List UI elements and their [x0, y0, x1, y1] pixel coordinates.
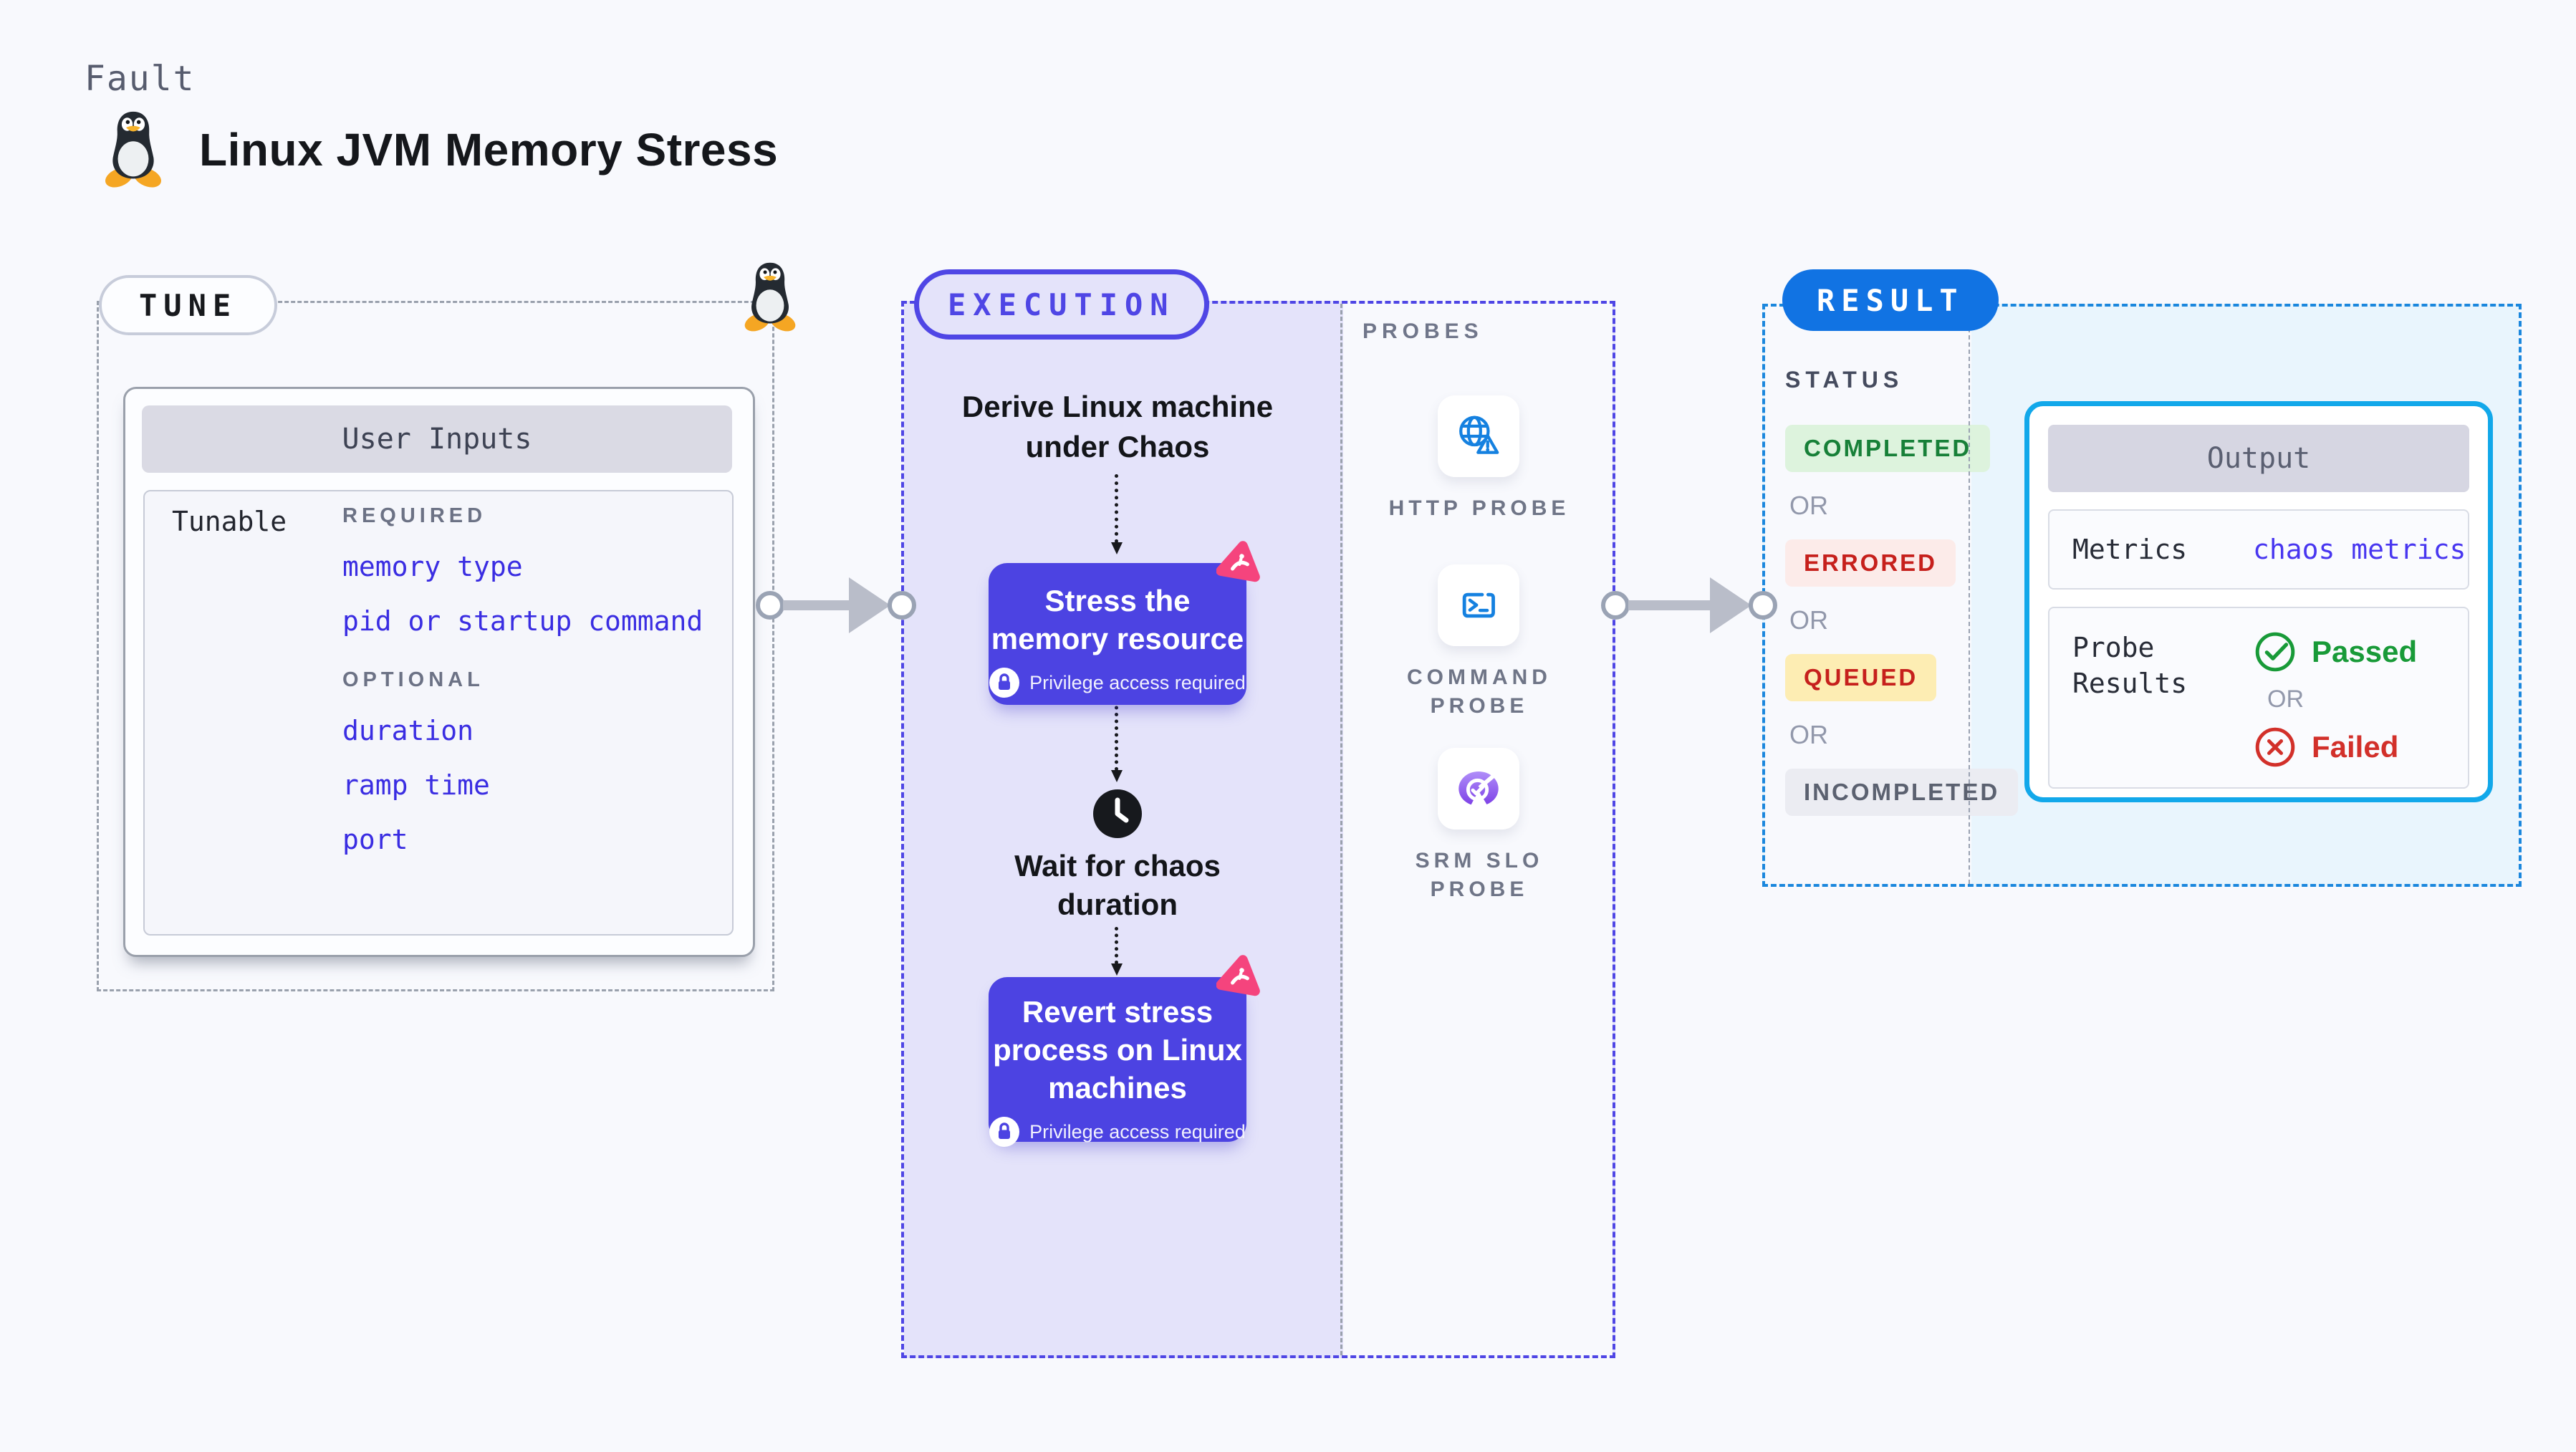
status-heading: STATUS — [1785, 367, 1904, 393]
lock-icon — [989, 668, 1020, 698]
status-badge-errored: ERRORED — [1785, 539, 1956, 587]
probe-results-row: Probe Results Passed OR Fai — [2048, 607, 2469, 789]
clock-icon — [1093, 789, 1142, 838]
tune-pill: TUNE — [99, 275, 278, 335]
globe-alert-icon — [1459, 415, 1499, 454]
arrow-head — [849, 577, 890, 633]
arrow-shaft — [1628, 600, 1711, 610]
revert-stress-step: Revert stress process on Linux machines … — [989, 977, 1246, 1147]
chaos-experiment-icon — [1216, 539, 1264, 586]
derive-line-1: Derive Linux machine — [961, 390, 1274, 423]
execution-pill: EXECUTION — [914, 269, 1209, 340]
http-probe-card — [1438, 395, 1519, 477]
srm-probe-line-1: SRM SLO — [1415, 849, 1544, 872]
connector-dot — [1601, 591, 1630, 620]
probe-results-line-1: Probe — [2072, 632, 2155, 663]
or-separator: OR — [1789, 491, 1828, 520]
metrics-label: Metrics — [2072, 534, 2188, 565]
passed-row: Passed — [2253, 630, 2417, 674]
tux-penguin-icon — [102, 111, 165, 189]
revert-line-3: machines — [1048, 1071, 1187, 1105]
execution-probes-divider — [1340, 304, 1342, 1355]
tux-penguin-icon — [742, 262, 798, 332]
connector-dot — [1749, 591, 1777, 620]
failed-row: Failed — [2253, 725, 2417, 769]
or-separator: OR — [1789, 605, 1828, 635]
execution-section-box — [901, 301, 1615, 1358]
tunable-label: Tunable — [172, 506, 287, 537]
stress-line-1: Stress the — [1044, 584, 1191, 617]
output-title: Output — [2048, 425, 2469, 492]
result-pill: RESULT — [1782, 269, 1999, 331]
dotted-connector — [1111, 699, 1123, 782]
or-separator: OR — [2267, 686, 2304, 713]
x-circle-icon — [2255, 727, 2295, 767]
slo-gauge-icon — [1458, 771, 1499, 807]
metrics-value: chaos metrics — [2253, 534, 2466, 565]
status-output-divider — [1969, 307, 1970, 884]
dotted-connector — [1111, 474, 1123, 554]
privilege-note: Privilege access required — [1029, 671, 1246, 693]
input-memory-type: memory type — [342, 551, 523, 582]
command-probe-label: COMMAND PROBE — [1379, 663, 1580, 721]
revert-line-1: Revert stress — [1022, 995, 1213, 1029]
probes-heading: PROBES — [1363, 319, 1484, 343]
verdicts-column: Passed OR Failed — [2253, 630, 2417, 787]
command-probe-line-1: COMMAND — [1407, 665, 1552, 689]
command-probe-card — [1438, 564, 1519, 646]
metrics-row: Metrics chaos metrics — [2048, 509, 2469, 590]
passed-label: Passed — [2312, 635, 2418, 668]
srm-slo-probe-card — [1438, 748, 1519, 830]
required-heading: REQUIRED — [342, 504, 487, 527]
status-badge-queued: QUEUED — [1785, 654, 1937, 701]
output-card: Output Metrics chaos metrics Probe Resul… — [2024, 401, 2493, 802]
http-probe-label: HTTP PROBE — [1388, 496, 1570, 520]
privilege-note: Privilege access required — [1029, 1120, 1246, 1143]
page-title: Linux JVM Memory Stress — [199, 124, 779, 176]
revert-line-2: process on Linux — [993, 1033, 1242, 1067]
tune-to-execution-arrow — [756, 574, 916, 637]
status-badge-incompleted: INCOMPLETED — [1785, 769, 2019, 816]
probe-results-label: Probe Results — [2072, 630, 2253, 787]
tune-section-box — [97, 301, 774, 991]
user-inputs-panel — [143, 490, 734, 936]
check-circle-icon — [2255, 632, 2295, 672]
input-pid-or-startup-command: pid or startup command — [342, 605, 703, 637]
connector-dot — [888, 591, 916, 620]
input-ramp-time: ramp time — [342, 769, 490, 801]
privilege-note-row: Privilege access required — [989, 668, 1246, 698]
tunable-inputs-list: REQUIRED memory type pid or startup comm… — [342, 504, 715, 878]
input-duration: duration — [342, 715, 474, 746]
wait-line-1: Wait for chaos — [1014, 849, 1221, 883]
fault-kicker: Fault — [85, 59, 196, 99]
arrow-shaft — [783, 600, 850, 610]
probe-results-line-2: Results — [2072, 668, 2188, 699]
derive-line-2: under Chaos — [1025, 430, 1210, 463]
or-separator: OR — [1789, 720, 1828, 749]
wait-line-2: duration — [1057, 888, 1178, 921]
chaos-experiment-icon — [1216, 953, 1264, 1000]
failed-label: Failed — [2312, 730, 2399, 764]
terminal-icon — [1462, 592, 1495, 618]
execution-to-result-arrow — [1601, 574, 1777, 637]
user-inputs-title: User Inputs — [142, 405, 732, 473]
optional-heading: OPTIONAL — [342, 668, 484, 691]
wait-step-label: Wait for chaos duration — [956, 847, 1279, 924]
stress-memory-step: Stress the memory resource Privilege acc… — [989, 563, 1246, 705]
stress-line-2: memory resource — [991, 622, 1244, 655]
lock-icon — [989, 1117, 1020, 1147]
srm-slo-probe-label: SRM SLO PROBE — [1379, 847, 1580, 904]
connector-dot — [756, 591, 784, 620]
arrow-head — [1710, 577, 1751, 633]
command-probe-line-2: PROBE — [1430, 694, 1529, 718]
status-badge-completed: COMPLETED — [1785, 425, 1991, 472]
srm-probe-line-2: PROBE — [1430, 878, 1529, 901]
derive-step-label: Derive Linux machine under Chaos — [938, 387, 1297, 467]
status-column: STATUS COMPLETED OR ERRORED OR QUEUED OR… — [1785, 367, 2019, 835]
dotted-connector — [1111, 927, 1123, 976]
input-port: port — [342, 824, 408, 855]
privilege-note-row: Privilege access required — [989, 1117, 1246, 1147]
